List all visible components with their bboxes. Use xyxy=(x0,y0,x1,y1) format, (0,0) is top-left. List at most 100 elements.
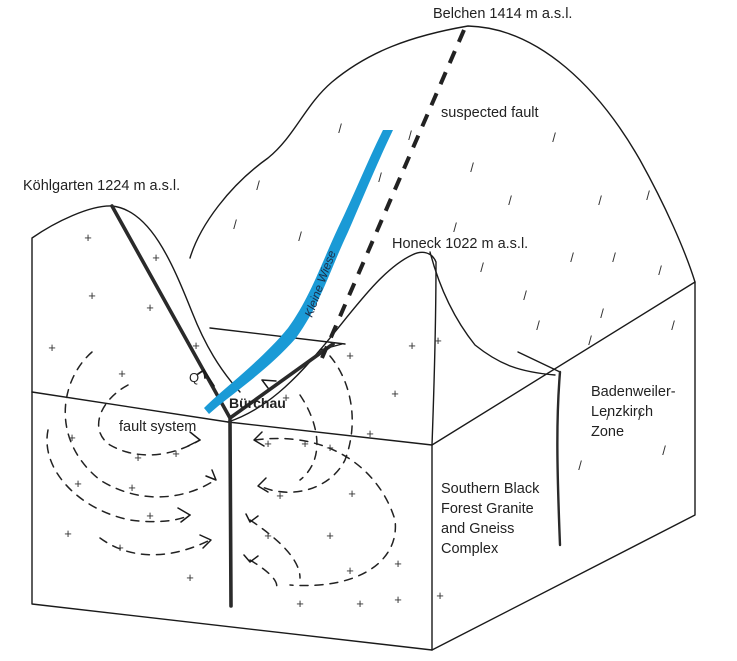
front-face-outline xyxy=(31,391,433,651)
granite-plus-mark: + xyxy=(326,528,334,543)
granite-plus-mark: + xyxy=(346,348,354,363)
granite-plus-mark: + xyxy=(146,508,154,523)
gneiss-slash-mark: / xyxy=(523,288,527,303)
zone-label-line3: Zone xyxy=(591,424,624,440)
granite-plus-mark: + xyxy=(74,476,82,491)
suspected-fault-line xyxy=(320,29,466,359)
granite-plus-mark: + xyxy=(118,366,126,381)
gneiss-symbols: ///////////////////////// xyxy=(233,121,675,473)
granite-plus-mark: + xyxy=(264,528,272,543)
gneiss-slash-mark: / xyxy=(598,193,602,208)
gneiss-slash-mark: / xyxy=(606,408,610,423)
flow-path xyxy=(249,519,301,579)
gneiss-slash-mark: / xyxy=(378,170,382,185)
gneiss-slash-mark: / xyxy=(570,250,574,265)
gneiss-slash-mark: / xyxy=(658,263,662,278)
granite-plus-mark: + xyxy=(408,338,416,353)
gneiss-slash-mark: / xyxy=(662,443,666,458)
flow-path xyxy=(299,394,318,481)
granite-plus-mark: + xyxy=(301,436,309,451)
gneiss-slash-mark: / xyxy=(588,333,592,348)
flow-path xyxy=(64,351,216,498)
granite-plus-mark: + xyxy=(264,436,272,451)
gneiss-slash-mark: / xyxy=(298,229,302,244)
granite-plus-mark: + xyxy=(434,333,442,348)
gneiss-slash-mark: / xyxy=(536,318,540,333)
complex-label-line3: and Gneiss xyxy=(441,521,514,537)
flow-path xyxy=(254,437,397,587)
granite-plus-mark: + xyxy=(68,430,76,445)
gneiss-slash-mark: / xyxy=(552,130,556,145)
flow-path xyxy=(249,559,278,591)
gneiss-slash-mark: / xyxy=(338,121,342,136)
gneiss-slash-mark: / xyxy=(671,318,675,333)
groundwater-flow xyxy=(46,351,397,591)
honeck-shoulder xyxy=(429,251,556,376)
gneiss-slash-mark: / xyxy=(408,128,412,143)
granite-plus-mark: + xyxy=(88,288,96,303)
fault-vertical xyxy=(228,418,233,608)
arrowhead xyxy=(187,431,201,447)
koehlgarten-label: Köhlgarten 1224 m a.s.l. xyxy=(23,178,180,194)
belchen-label: Belchen 1414 m a.s.l. xyxy=(433,6,572,22)
granite-plus-mark: + xyxy=(282,390,290,405)
complex-label-line1: Southern Black xyxy=(441,481,540,497)
honeck-profile xyxy=(227,251,437,446)
faults xyxy=(110,29,466,608)
flow-path xyxy=(98,384,201,456)
gneiss-slash-mark: / xyxy=(600,306,604,321)
granite-plus-mark: + xyxy=(348,486,356,501)
granite-plus-mark: + xyxy=(346,563,354,578)
arrowhead xyxy=(245,513,259,523)
valley-ridge-left xyxy=(209,327,346,345)
gneiss-slash-mark: / xyxy=(578,458,582,473)
belchen-profile xyxy=(189,25,696,283)
gneiss-slash-mark: / xyxy=(638,408,642,423)
gneiss-slash-mark: / xyxy=(480,260,484,275)
zone-boundary xyxy=(556,370,562,547)
arrowhead xyxy=(253,431,265,447)
granite-plus-mark: + xyxy=(296,596,304,611)
granite-plus-mark: + xyxy=(436,588,444,603)
granite-plus-mark: + xyxy=(326,440,334,455)
granite-plus-mark: + xyxy=(192,338,200,353)
gneiss-slash-mark: / xyxy=(646,188,650,203)
granite-plus-mark: + xyxy=(116,540,124,555)
granite-plus-mark: + xyxy=(128,480,136,495)
gneiss-slash-mark: / xyxy=(233,217,237,232)
granite-plus-mark: + xyxy=(84,230,92,245)
granite-plus-mark: + xyxy=(391,386,399,401)
village-label: Bürchau xyxy=(229,395,286,411)
right-face-outline xyxy=(431,281,696,651)
gneiss-slash-mark: / xyxy=(612,250,616,265)
zone-label-line2: Lenzkirch xyxy=(591,404,653,420)
flow-path xyxy=(259,355,353,493)
discharge-label: Q xyxy=(189,370,199,385)
arrowhead xyxy=(199,534,212,549)
granite-plus-mark: + xyxy=(394,592,402,607)
flow-arrowheads xyxy=(177,379,277,563)
granite-plus-mark: + xyxy=(172,446,180,461)
honeck-label: Honeck 1022 m a.s.l. xyxy=(392,236,528,252)
arrowhead xyxy=(177,507,191,523)
granite-plus-mark: + xyxy=(394,556,402,571)
fault-system-label: fault system xyxy=(119,419,196,435)
gneiss-slash-mark: / xyxy=(256,178,260,193)
suspected-fault-label: suspected fault xyxy=(441,105,539,121)
granite-plus-mark: + xyxy=(186,570,194,585)
granite-plus-mark: + xyxy=(146,300,154,315)
granite-symbols: +++++++++++++++++++++++++++++++++++ xyxy=(48,230,444,611)
fault-koehlgarten xyxy=(110,204,232,420)
terrain-outline xyxy=(31,25,696,651)
arrowhead xyxy=(261,379,277,389)
granite-plus-mark: + xyxy=(64,526,72,541)
arrowhead xyxy=(205,469,217,481)
gneiss-slash-mark: / xyxy=(470,160,474,175)
arrowhead xyxy=(243,554,259,563)
granite-plus-mark: + xyxy=(48,340,56,355)
koehlgarten-profile xyxy=(31,205,241,393)
complex-label-line4: Complex xyxy=(441,541,499,557)
gneiss-slash-mark: / xyxy=(508,193,512,208)
discharge-arrow xyxy=(197,369,215,387)
